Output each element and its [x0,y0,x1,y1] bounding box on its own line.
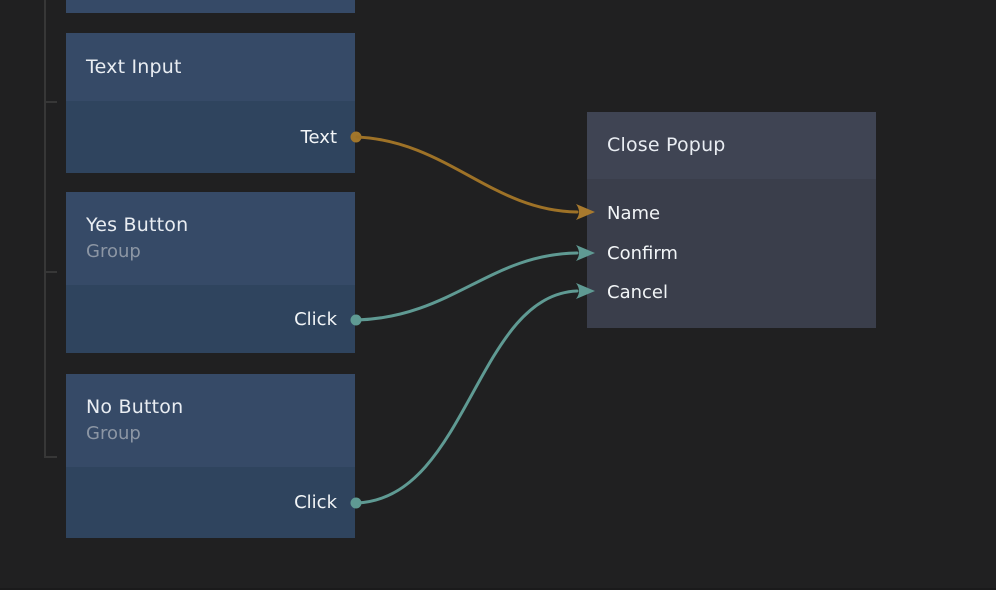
input-port-label: Cancel [607,281,668,303]
node-subtitle: Group [86,241,141,263]
input-row-name: Name [587,193,876,233]
node-no-button[interactable]: No Button Group Click [66,374,362,538]
input-row-cancel: Cancel [587,273,876,311]
output-row: Click [66,467,355,538]
node-partial-top[interactable] [66,0,355,13]
input-port-label: Confirm [607,242,678,264]
window-edge [0,588,996,590]
node-close-popup[interactable]: Close Popup Name Confirm Cancel [587,112,876,328]
output-port-label: Click [294,492,337,513]
node-header[interactable]: Yes Button Group [66,192,355,285]
output-port-dot[interactable] [350,131,362,143]
output-port-label: Text [300,126,337,148]
input-row-confirm: Confirm [587,233,876,273]
node-body: Name Confirm Cancel [587,179,876,328]
node-header[interactable]: Close Popup [587,112,876,179]
tree-branch-line [44,0,46,458]
tree-tick-no-button [44,456,57,458]
port-dot-icon[interactable] [350,314,362,326]
node-title: Yes Button [86,214,189,237]
node-subtitle: Group [86,423,141,445]
node-text-input[interactable]: Text Input Text [66,33,362,173]
node-title: Close Popup [607,134,726,157]
node-body: Text [66,101,362,173]
node-header[interactable]: Text Input [66,33,355,101]
output-row: Text [66,101,355,173]
input-port-label: Name [607,202,661,224]
output-row: Click [66,285,355,353]
node-yes-button[interactable]: Yes Button Group Click [66,192,362,353]
tree-tick-yes-button [44,271,57,273]
node-title: No Button [86,396,184,419]
node-title: Text Input [86,55,182,78]
wire-text-to-name[interactable] [355,135,579,214]
port-dot-icon[interactable] [350,497,362,509]
node-header[interactable]: No Button Group [66,374,355,467]
port-dot-icon[interactable] [350,131,362,143]
node-body: Click [66,467,362,538]
node-body: Click [66,285,362,353]
output-port-label: Click [294,308,337,330]
tree-tick-text-input [44,101,57,103]
output-port-dot[interactable] [350,314,362,326]
wire-click-to-confirm[interactable] [355,251,579,322]
wire-click-to-cancel[interactable] [355,289,579,505]
output-port-dot[interactable] [350,497,362,509]
